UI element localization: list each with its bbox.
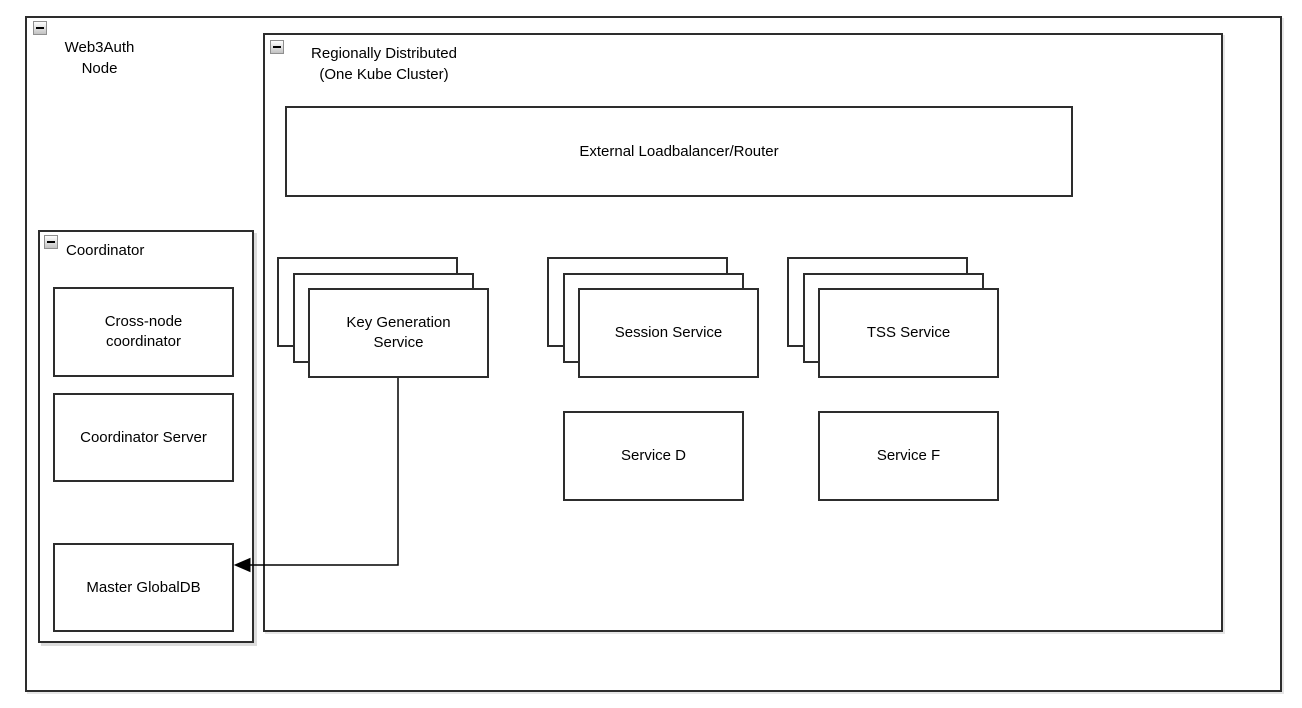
coordinator-label: Coordinator bbox=[66, 242, 145, 259]
minus-glyph bbox=[36, 27, 44, 29]
node-label: Cross-node coordinator bbox=[104, 313, 183, 350]
node-tss-service[interactable]: TSS Service bbox=[818, 288, 999, 378]
node-label: Coordinator Server bbox=[80, 428, 207, 446]
node-cross-node-coordinator[interactable]: Cross-node coordinator bbox=[53, 287, 234, 377]
stack-session-service[interactable]: Session Service bbox=[547, 257, 759, 378]
node-label: Session Service bbox=[614, 324, 723, 341]
container-coordinator[interactable]: Coordinator Cross-node coordinator Coord… bbox=[38, 230, 254, 643]
node-external-loadbalancer[interactable]: External Loadbalancer/Router bbox=[285, 106, 1073, 197]
container-web3auth-node[interactable]: Web3Auth Node Coordinator Cross-node coo… bbox=[25, 16, 1282, 692]
collapse-minus-icon[interactable] bbox=[270, 40, 284, 54]
web3auth-node-label: Web3Auth Node bbox=[64, 39, 135, 77]
node-label: TSS Service bbox=[866, 324, 951, 341]
node-service-d[interactable]: Service D bbox=[563, 411, 744, 501]
node-service-f[interactable]: Service F bbox=[818, 411, 999, 501]
node-session-service[interactable]: Session Service bbox=[578, 288, 759, 378]
collapse-minus-icon[interactable] bbox=[33, 21, 47, 35]
collapse-minus-icon[interactable] bbox=[44, 235, 58, 249]
node-label: Key Generation Service bbox=[346, 314, 451, 351]
node-key-generation-service[interactable]: Key Generation Service bbox=[308, 288, 489, 378]
node-label: Service F bbox=[876, 447, 941, 464]
stack-tss-service[interactable]: TSS Service bbox=[787, 257, 999, 378]
stack-key-generation-service[interactable]: Key Generation Service bbox=[277, 257, 489, 378]
minus-glyph bbox=[273, 46, 281, 48]
container-regionally-distributed[interactable]: Regionally Distributed (One Kube Cluster… bbox=[263, 33, 1223, 632]
minus-glyph bbox=[47, 241, 55, 243]
node-label: External Loadbalancer/Router bbox=[579, 142, 779, 160]
node-label: Master GlobalDB bbox=[86, 578, 201, 596]
node-label: Service D bbox=[620, 447, 687, 464]
regionally-distributed-label: Regionally Distributed (One Kube Cluster… bbox=[311, 45, 457, 83]
node-coordinator-server[interactable]: Coordinator Server bbox=[53, 393, 234, 482]
node-master-globaldb[interactable]: Master GlobalDB bbox=[53, 543, 234, 632]
